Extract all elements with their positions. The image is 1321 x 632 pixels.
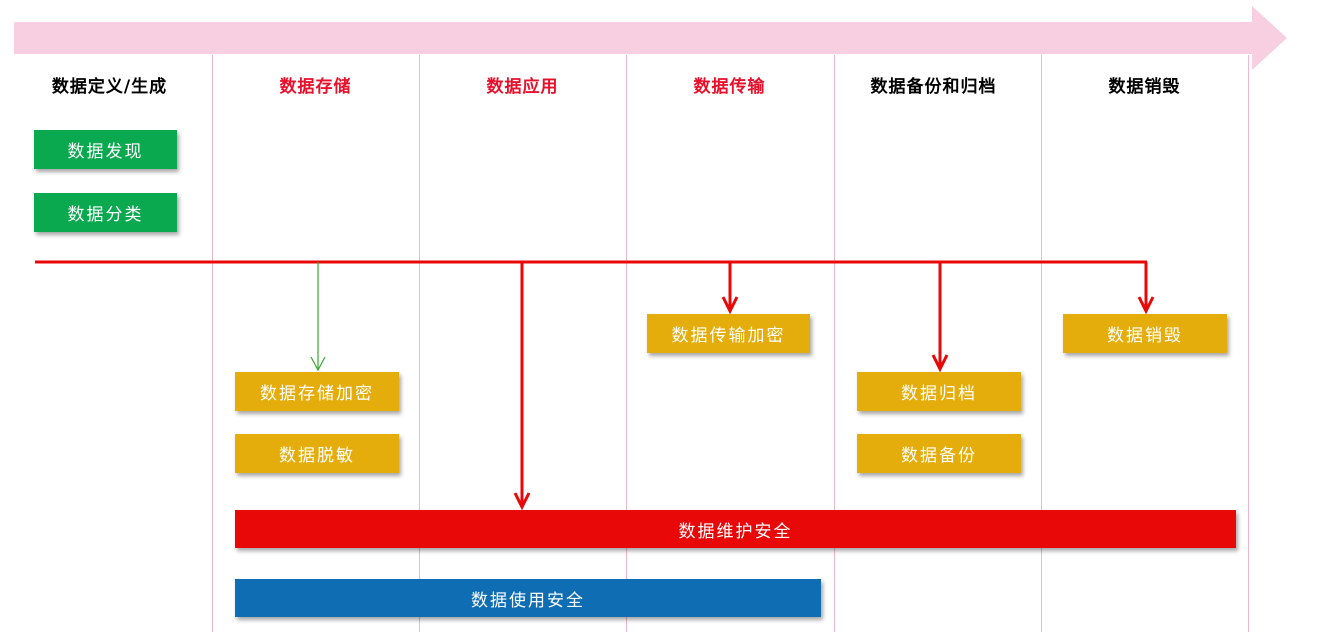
storage-encryption-box: 数据存储加密 [235,372,399,411]
stage-application: 数据应用 [486,77,559,97]
lifecycle-arrow [14,6,1287,70]
data-classification-box: 数据分类 [34,193,177,232]
column-divider [419,55,420,632]
destruction-box: 数据销毁 [1063,314,1227,353]
data-discovery-box: 数据发现 [34,130,177,169]
column-divider [626,55,627,632]
stage-transmission: 数据传输 [693,77,766,97]
destroy-arrow-head [1137,296,1155,315]
maintain-arrow-head [513,492,531,511]
archive-box: 数据归档 [857,372,1021,411]
stage-destroy: 数据销毁 [1108,77,1181,97]
transfer-arrow-head [721,296,739,315]
backup-box: 数据备份 [857,434,1021,473]
column-divider [212,55,213,632]
archive-arrow-head [931,354,949,373]
column-divider [1248,55,1249,632]
lifecycle-arrow-shape [14,6,1287,70]
stage-storage: 数据存储 [279,77,352,97]
column-divider [834,55,835,632]
usage-security-bar: 数据使用安全 [235,579,821,617]
stage-define-generate: 数据定义/生成 [51,77,168,97]
storage-arrow-head [310,356,326,372]
column-divider [1041,55,1042,632]
transmission-encryption-box: 数据传输加密 [647,314,810,353]
desensitization-box: 数据脱敏 [235,434,399,473]
maintenance-security-bar: 数据维护安全 [235,510,1236,548]
stage-backup-archive: 数据备份和归档 [870,77,997,97]
